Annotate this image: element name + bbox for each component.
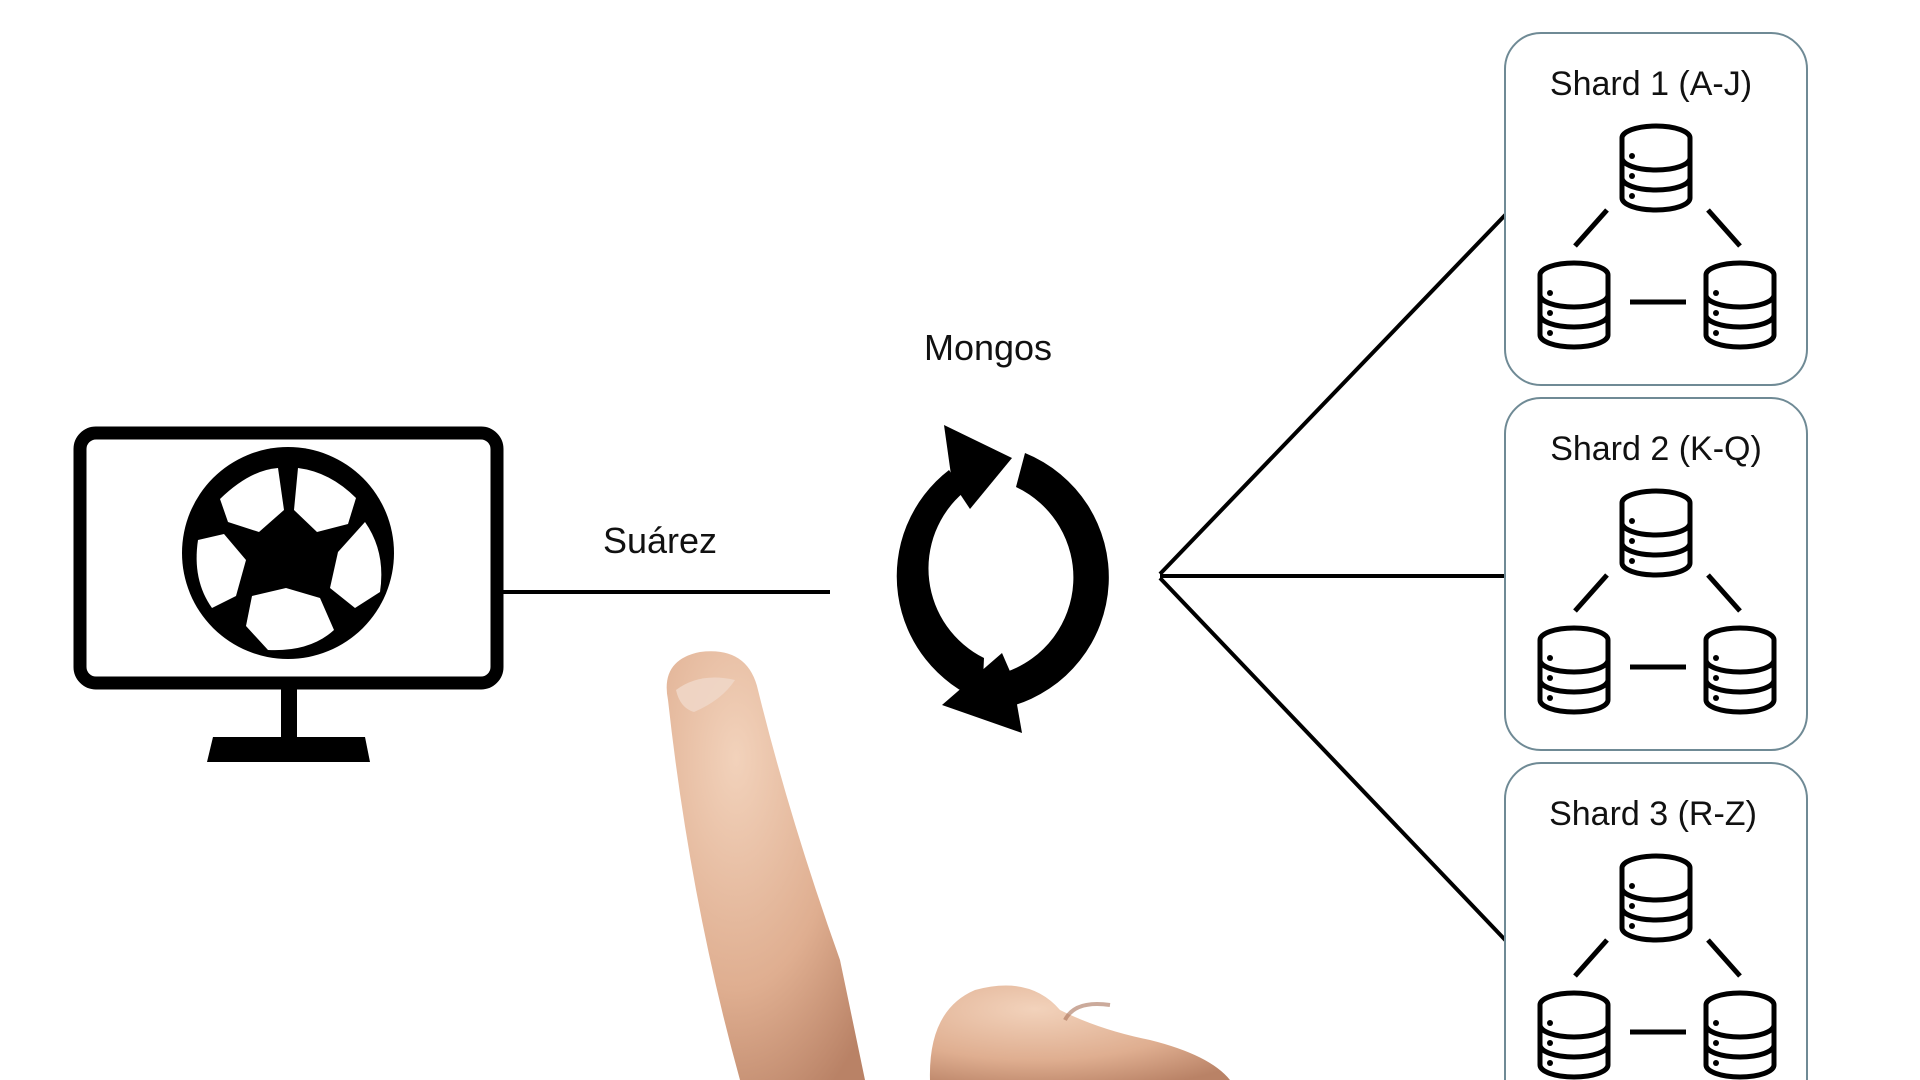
shard-1-box: Shard 1 (A-J) — [1504, 32, 1808, 386]
primary-database-icon — [1622, 126, 1690, 210]
shard-3-title: Shard 3 (R-Z) — [1549, 795, 1757, 833]
soccer-ball-icon — [182, 447, 394, 659]
router-to-shard3-line — [1158, 576, 1512, 947]
pointing-hand — [666, 651, 1230, 1080]
secondary-database-icon — [1540, 993, 1608, 1077]
secondary-database-icon — [1706, 628, 1774, 712]
secondary-database-icon — [1540, 263, 1608, 347]
query-label: Suárez — [603, 520, 717, 561]
shard-1-title: Shard 1 (A-J) — [1550, 65, 1752, 103]
shard-3-box: Shard 3 (R-Z) — [1504, 762, 1808, 1080]
router-to-shard1-line — [1158, 208, 1512, 576]
secondary-database-icon — [1706, 263, 1774, 347]
secondary-database-icon — [1706, 993, 1774, 1077]
sync-icon — [896, 425, 1109, 733]
shard-2-box: Shard 2 (K-Q) — [1504, 397, 1808, 751]
secondary-database-icon — [1540, 628, 1608, 712]
router-label: Mongos — [924, 327, 1052, 368]
primary-database-icon — [1622, 856, 1690, 940]
primary-database-icon — [1622, 491, 1690, 575]
shard-2-title: Shard 2 (K-Q) — [1550, 430, 1762, 468]
